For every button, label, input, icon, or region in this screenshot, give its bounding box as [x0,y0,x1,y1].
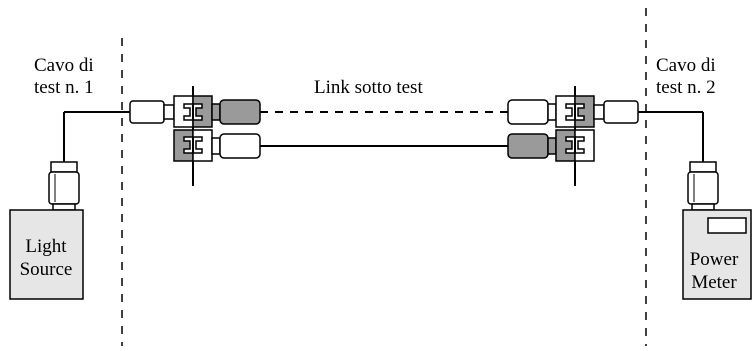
right-cable-label-line2: test n. 2 [656,77,716,98]
right-reference-connector [593,100,639,124]
source-connector [48,161,80,211]
right-link-connector-top [507,99,557,125]
right-patch-panel [555,86,595,186]
meter-connector [687,161,719,211]
power-meter-label-line1: Power [690,249,739,270]
power-meter-label-line2: Meter [691,272,737,293]
left-link-connector-top [211,99,261,125]
light-source-label-line1: Light [25,236,67,257]
power-meter-device: Power Meter [682,209,752,300]
right-link-connector-bottom [507,133,557,159]
light-source-device: Light Source [9,209,84,300]
left-link-connector-bottom [211,133,261,159]
left-reference-connector [129,100,175,124]
right-cable-label-line1: Cavo di [656,55,716,76]
link-under-test-label: Link sotto test [314,77,423,98]
left-cable-label-line2: test n. 1 [34,77,94,98]
light-source-label-line2: Source [20,259,73,280]
left-patch-panel [173,86,213,186]
left-cable-label-line1: Cavo di [34,55,94,76]
power-meter-display [707,217,747,234]
